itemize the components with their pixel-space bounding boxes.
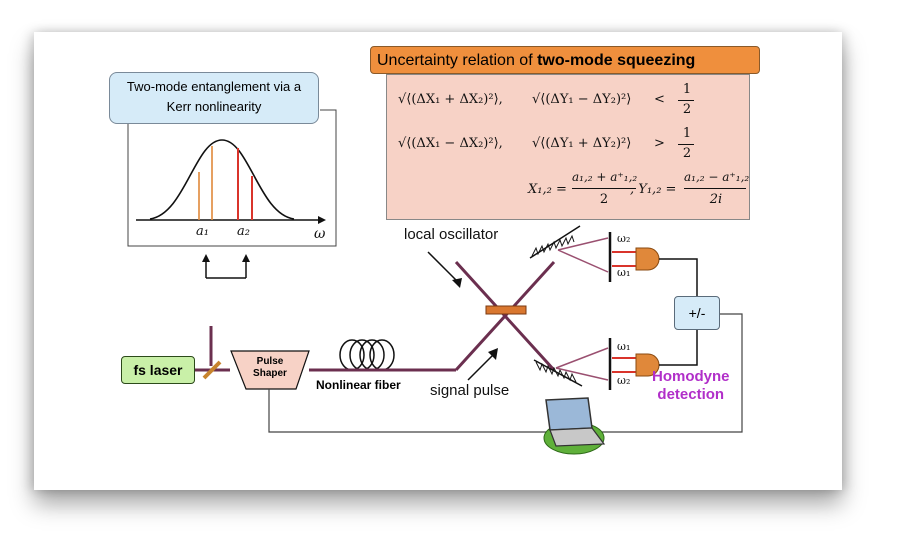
pulse-shaper-label: Pulse Shaper: [253, 356, 287, 379]
eq1-half-den: 2: [682, 102, 692, 117]
nonlinear-fiber-label: Nonlinear fiber: [316, 378, 401, 392]
eq1-operator: <: [654, 92, 665, 107]
x-definition-lhs: X₁,₂ =: [528, 182, 567, 197]
plus-minus-box: +/-: [674, 296, 720, 330]
eq2-half-num: 1: [682, 126, 692, 141]
eq2-fraction-bar: [678, 144, 694, 145]
eq2-term-a: √⟨(ΔX₁ − ΔX₂)²⟩,: [398, 136, 503, 151]
lower-and-gate: [635, 353, 660, 377]
homodyne-detection-label: Homodyne detection: [652, 368, 730, 404]
lower-w1-label: ω₁: [617, 340, 631, 353]
callout-line-2: Kerr nonlinearity: [166, 99, 262, 114]
title-bold: two-mode squeezing: [537, 52, 696, 69]
uncertainty-title: Uncertainty relation of two-mode squeezi…: [370, 46, 760, 74]
lo-arrow: [427, 251, 459, 283]
title-prefix: Uncertainty relation of: [377, 52, 538, 69]
feedback-line-right: [598, 313, 743, 433]
eq2-half-den: 2: [682, 146, 692, 161]
pulse-shaper-body: [230, 350, 310, 390]
feedback-line-left: [268, 389, 550, 433]
eq2-operator: >: [654, 136, 665, 151]
lower-grating: [533, 359, 583, 387]
x-fraction-bar: [572, 188, 636, 189]
laptop-icon: [543, 397, 606, 455]
eq1-term-a: √⟨(ΔX₁ + ΔX₂)²⟩,: [398, 92, 503, 107]
wire-lower: [659, 330, 698, 366]
homodyne-line-1: Homodyne: [652, 368, 730, 385]
upper-and-gate: [635, 247, 660, 271]
bracket-arrow-right: [242, 254, 250, 262]
callout-line-1: Two-mode entanglement via a: [126, 79, 302, 94]
y-definition-lhs: , Y₁,₂ =: [630, 182, 677, 197]
exchange-bracket: [205, 260, 247, 279]
eq1-fraction-bar: [678, 100, 694, 101]
spectrum-frame: [127, 109, 337, 247]
beam-lo-to-lower: [454, 260, 556, 372]
laser-mirror: [202, 360, 222, 380]
gaussian-curve: [149, 139, 295, 220]
eq2-term-b: √⟨(ΔY₁ + ΔY₂)²⟩: [532, 136, 632, 151]
label-a1: a₁: [196, 224, 209, 239]
fiber-coils: [339, 339, 395, 371]
entanglement-callout: Two-mode entanglement via a Kerr nonline…: [109, 72, 319, 124]
bracket-arrow-left: [202, 254, 210, 262]
signal-arrow: [467, 353, 495, 381]
fs-laser-box: fs laser: [121, 356, 195, 384]
beam-splitter: [485, 305, 527, 315]
y-definition-num: a₁,₂ − a⁺₁,₂: [684, 170, 750, 184]
axis-arrowhead: [318, 216, 326, 224]
local-oscillator-label: local oscillator: [404, 226, 499, 243]
eq1-term-b: √⟨(ΔY₁ − ΔY₂)²⟩: [532, 92, 632, 107]
wire-upper: [659, 258, 698, 296]
upper-w1-label: ω₁: [617, 266, 631, 279]
lower-w2-label: ω₂: [617, 374, 631, 387]
homodyne-line-2: detection: [657, 386, 725, 403]
label-a2: a₂: [237, 224, 250, 239]
equation-box: [386, 74, 750, 220]
eq1-half-num: 1: [682, 82, 692, 97]
y-definition-den: 2i: [709, 192, 723, 207]
upper-w2-label: ω₂: [617, 232, 631, 245]
x-definition-den: 2: [599, 192, 609, 207]
signal-pulse-label: signal pulse: [430, 382, 510, 399]
label-omega: ω: [314, 226, 326, 242]
y-fraction-bar: [684, 188, 746, 189]
x-definition-num: a₁,₂ + a⁺₁,₂: [572, 170, 638, 184]
upper-grating: [529, 225, 581, 259]
